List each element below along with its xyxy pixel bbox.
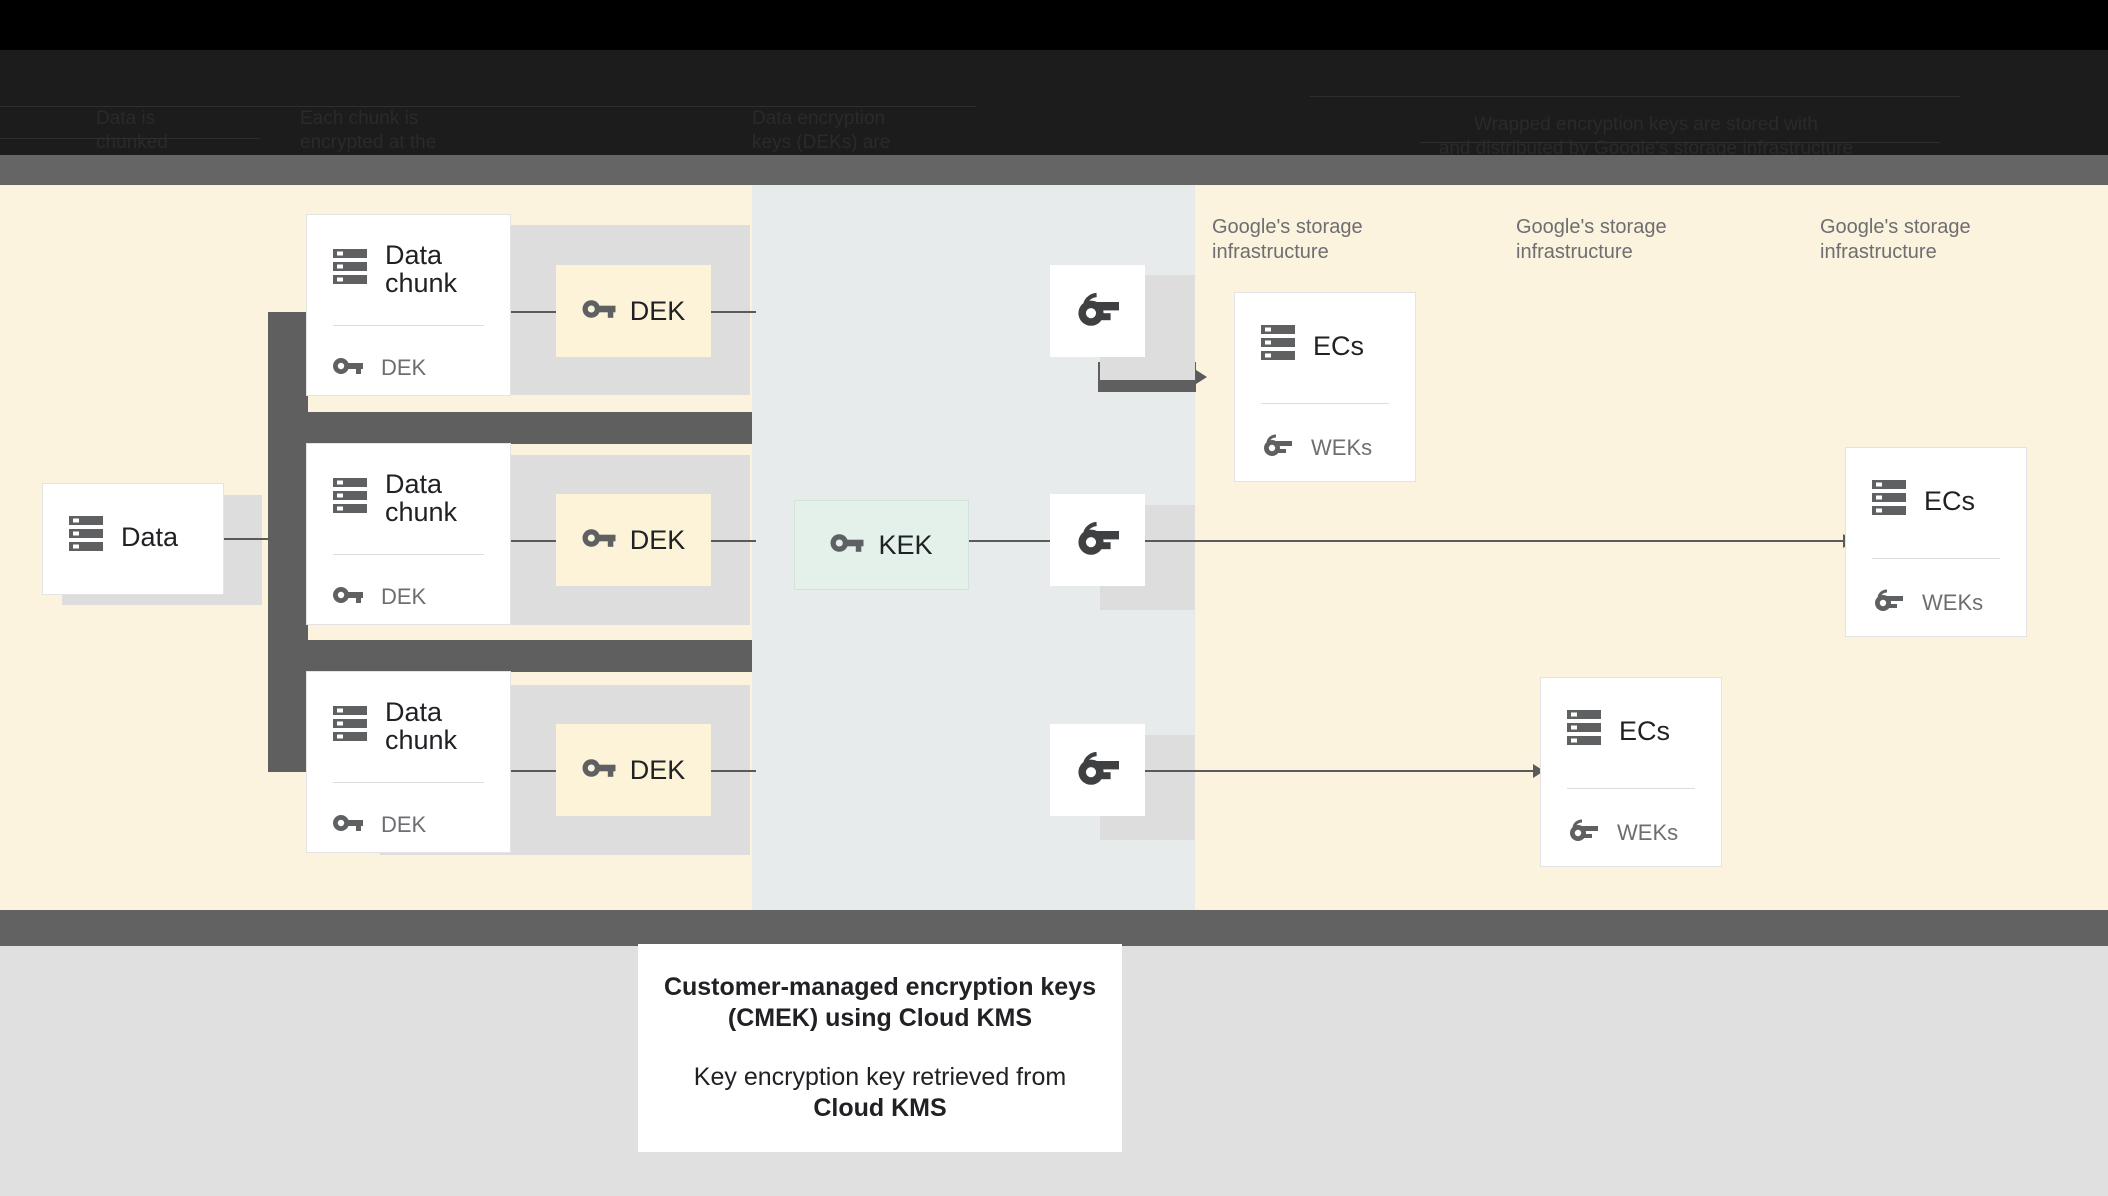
chunk-card-key-label: DEK xyxy=(381,812,427,837)
header-rule xyxy=(0,138,260,139)
ecs-card-3[interactable]: ECs WEKs xyxy=(1540,677,1722,867)
card-divider xyxy=(1567,788,1695,789)
key-icon xyxy=(1567,816,1599,849)
database-icon xyxy=(69,514,103,559)
connector-dek1-out xyxy=(711,311,756,313)
dek-box-2[interactable]: DEK xyxy=(556,494,711,586)
header-rule xyxy=(296,106,976,107)
key-icon xyxy=(1077,289,1119,334)
key-icon xyxy=(1261,431,1293,464)
chunk-card-title: Data chunk xyxy=(385,469,458,527)
connector-to-ecs-3 xyxy=(1145,770,1535,772)
caption-line-3: Key encryption key retrieved from xyxy=(693,1063,1067,1091)
chunk-card-1[interactable]: Data chunk DEK xyxy=(306,214,511,396)
data-box-label: Data xyxy=(121,521,179,552)
card-divider xyxy=(333,782,484,783)
header-text-storage: Wrapped encryption keys are stored with … xyxy=(1438,114,1854,159)
caption-line-4: Cloud KMS xyxy=(813,1094,947,1122)
wrapped-key-card-2[interactable] xyxy=(1050,494,1145,586)
header-rule xyxy=(0,106,300,107)
ecs-card-key-label: WEKs xyxy=(1311,434,1373,460)
ecs-card-key-label: WEKs xyxy=(1617,819,1679,845)
key-icon xyxy=(830,532,864,559)
caption-box: Customer-managed encryption keys (CMEK) … xyxy=(638,944,1122,1152)
fork-branch-bottom xyxy=(268,640,752,672)
card-divider xyxy=(333,554,484,555)
chunk-card-title: Data chunk xyxy=(385,240,458,298)
connector-dek2-out xyxy=(711,540,756,542)
kek-box-label: KEK xyxy=(878,529,933,560)
connector-data-to-fork xyxy=(224,538,270,540)
wrapped-key-card-1[interactable] xyxy=(1050,265,1145,357)
key-icon xyxy=(333,585,363,610)
card-divider xyxy=(1872,558,2000,559)
key-icon xyxy=(1077,748,1119,793)
database-icon xyxy=(333,247,367,292)
header-rule xyxy=(1310,96,1960,97)
key-icon xyxy=(333,356,363,381)
key-icon xyxy=(1872,586,1904,619)
ecs-card-2[interactable]: ECs WEKs xyxy=(1845,447,2027,637)
storage-label-2: Google's storage infrastructure xyxy=(1516,216,1667,263)
key-icon xyxy=(582,298,616,325)
data-box[interactable]: Data xyxy=(42,483,224,595)
kek-box[interactable]: KEK xyxy=(794,500,969,590)
card-divider xyxy=(333,325,484,326)
arrow-to-ecs-1 xyxy=(1196,370,1207,384)
dek-box-label: DEK xyxy=(629,525,686,555)
database-icon xyxy=(1261,323,1295,368)
dek-box-1[interactable]: DEK xyxy=(556,265,711,357)
ecs-card-1[interactable]: ECs WEKs xyxy=(1234,292,1416,482)
key-icon xyxy=(582,757,616,784)
ecs-card-key-label: WEKs xyxy=(1922,589,1984,615)
ecs-card-title: ECs xyxy=(1619,715,1671,746)
key-icon xyxy=(582,527,616,554)
database-icon xyxy=(333,704,367,749)
chunk-card-key-label: DEK xyxy=(381,355,427,380)
dek-box-label: DEK xyxy=(629,296,686,326)
connector-chunk1-dek1 xyxy=(511,311,556,313)
key-icon xyxy=(333,813,363,838)
chunk-card-key-label: DEK xyxy=(381,584,427,609)
header-rule xyxy=(1420,142,1940,143)
ecs-card-title: ECs xyxy=(1313,330,1365,361)
footer-divider-bar xyxy=(0,910,2108,946)
chunk-card-3[interactable]: Data chunk DEK xyxy=(306,671,511,853)
key-icon xyxy=(1077,518,1119,563)
storage-label-1: Google's storage infrastructure xyxy=(1212,216,1363,263)
chunk-card-2[interactable]: Data chunk DEK xyxy=(306,443,511,625)
connector-chunk3-dek3 xyxy=(511,770,556,772)
header-black-strip xyxy=(0,0,2108,50)
arrow-to-ecs-3 xyxy=(1533,764,1544,778)
connector-kek-to-wrapped-key xyxy=(969,540,1050,542)
wrapped-key-card-3[interactable] xyxy=(1050,724,1145,816)
storage-label-3: Google's storage infrastructure xyxy=(1820,216,1971,263)
connector-dek3-out xyxy=(711,770,756,772)
connector-to-ecs-2 xyxy=(1145,540,1845,542)
connector-chunk2-dek2 xyxy=(511,540,556,542)
card-divider xyxy=(1261,403,1389,404)
ecs-card-title: ECs xyxy=(1924,485,1976,516)
chunk-card-title: Data chunk xyxy=(385,697,458,755)
database-icon xyxy=(333,476,367,521)
header-dark-strip: Data is chunked for storage Each chunk i… xyxy=(0,50,2108,177)
dek-box-3[interactable]: DEK xyxy=(556,724,711,816)
database-icon xyxy=(1872,478,1906,523)
database-icon xyxy=(1567,708,1601,753)
caption-line-2: (CMEK) using Cloud KMS xyxy=(727,1004,1033,1032)
fork-branch-top xyxy=(268,412,752,444)
dek-box-label: DEK xyxy=(629,755,686,785)
header-gray-strip xyxy=(0,155,2108,185)
caption-line-1: Customer-managed encryption keys xyxy=(663,973,1097,1001)
fork-vertical-bar xyxy=(268,312,308,772)
